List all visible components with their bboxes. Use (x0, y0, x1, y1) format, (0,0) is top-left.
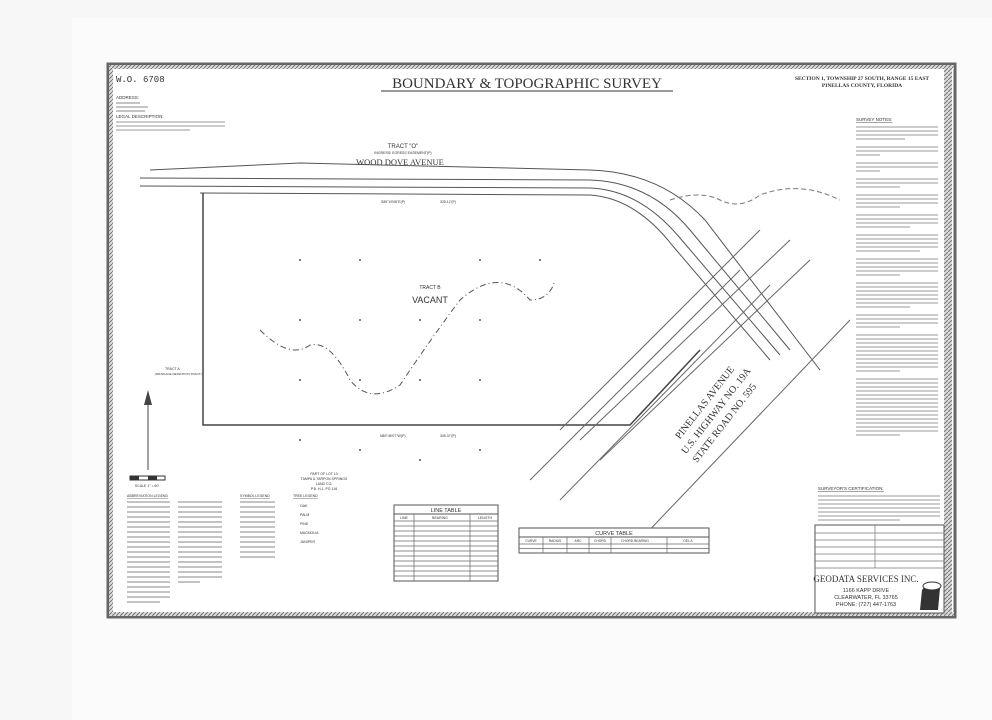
road-lines (139, 162, 821, 371)
company-phone: PHONE: (727) 447-1763 (836, 602, 896, 608)
address-heading: ADDRESS: (116, 95, 139, 100)
sheet-title: BOUNDARY & TOPOGRAPHIC SURVEY (392, 76, 662, 92)
company-name: GEODATA SERVICES INC. (813, 574, 918, 584)
tract-b-label: TRACT B (419, 285, 441, 291)
south-bearing: N89°45'07"W(P) (380, 434, 406, 438)
property-boundary (202, 193, 701, 426)
svg-text:PALM: PALM (300, 513, 309, 517)
south-length: 305.37'(P) (440, 434, 456, 438)
location-line-2: PINELLAS COUNTY, FLORIDA (822, 83, 902, 89)
svg-text:P.B. H-1, PG 116: P.B. H-1, PG 116 (311, 487, 337, 491)
svg-text:CHORD BEARING: CHORD BEARING (621, 539, 649, 543)
location-line-1: SECTION 1, TOWNSHIP 27 SOUTH, RANGE 15 E… (795, 76, 929, 82)
svg-text:CURVE: CURVE (525, 539, 537, 543)
svg-text:CHORD: CHORD (594, 539, 607, 543)
svg-text:RADIUS: RADIUS (549, 539, 562, 543)
abbreviation-legend-heading: ABBREVIATION LEGEND (127, 494, 168, 498)
svg-text:LINE: LINE (400, 516, 408, 520)
curve-table: CURVE TABLE CURVE RADIUS ARC CHORD CHORD… (518, 527, 710, 554)
symbol-legend-lines (240, 501, 275, 558)
lot-note: PART OF LOT 10 TAMPA & TARPON SPRINGS LA… (301, 472, 348, 491)
street-name: WOOD DOVE AVENUE (356, 157, 444, 167)
scale-label: SCALE 1" = 60' (135, 484, 160, 488)
north-arrow-icon (144, 390, 152, 470)
svg-text:PART OF LOT 10: PART OF LOT 10 (310, 472, 337, 476)
title-block: GEODATA SERVICES INC. 1166 KAPP DRIVE CL… (813, 524, 945, 614)
tract-o-label: TRACT "O" (388, 144, 418, 150)
highway-lines (529, 229, 851, 541)
svg-text:PINE: PINE (300, 522, 309, 526)
tree-legend-heading: TREE LEGEND (293, 494, 318, 498)
north-bearing: S89°49'08"E(P) (381, 200, 405, 204)
survey-notes-text (856, 126, 938, 436)
svg-text:LAND CO.: LAND CO. (316, 482, 333, 486)
certification-heading: SURVEYOR'S CERTIFICATION: (818, 486, 884, 491)
vacant-label: VACANT (412, 295, 448, 305)
sheet-border (106, 62, 957, 619)
svg-text:MAGNOLIA: MAGNOLIA (300, 531, 319, 535)
svg-text:BEARING: BEARING (432, 516, 448, 520)
work-order: W.O. 6708 (116, 75, 165, 85)
company-street: 1166 KAPP DRIVE (843, 588, 890, 594)
svg-text:LINE TABLE: LINE TABLE (431, 508, 462, 514)
svg-text:DEL A: DEL A (683, 539, 693, 543)
spot-elevations (299, 259, 541, 461)
survey-notes-heading: SURVEY NOTES: (856, 117, 892, 122)
tract-a-label: TRACT A (165, 367, 180, 371)
tract-a-sub: (DRAINAGE RETENTION TRACT) (155, 372, 202, 376)
svg-text:OAK: OAK (300, 504, 308, 508)
svg-text:CURVE TABLE: CURVE TABLE (595, 531, 633, 537)
symbol-legend-heading: SYMBOL LEGEND (240, 494, 270, 498)
tract-o-sub: INGRESS/ EGRESS EASEMENT(P) (374, 151, 431, 155)
tree-legend: OAK PALM PINE MAGNOLIA JUNIPER (300, 504, 319, 544)
company-city: CLEARWATER, FL 33765 (834, 595, 898, 601)
line-table: LINE TABLE LINE BEARING LENGTH (393, 504, 499, 582)
right-border-strip (944, 68, 952, 613)
svg-text:ARC: ARC (575, 539, 583, 543)
contour-line (259, 279, 556, 395)
surveyor-mascot-logo (920, 581, 942, 610)
north-length: 325.12'(P) (440, 200, 456, 204)
svg-text:TAMPA & TARPON SPRINGS: TAMPA & TARPON SPRINGS (301, 477, 348, 481)
abbreviation-legend-lines (127, 501, 222, 603)
svg-text:LENGTH: LENGTH (478, 516, 493, 520)
svg-text:JUNIPER: JUNIPER (300, 540, 315, 544)
certification-text (818, 495, 940, 521)
legal-description-heading: LEGAL DESCRIPTION: (116, 114, 164, 119)
